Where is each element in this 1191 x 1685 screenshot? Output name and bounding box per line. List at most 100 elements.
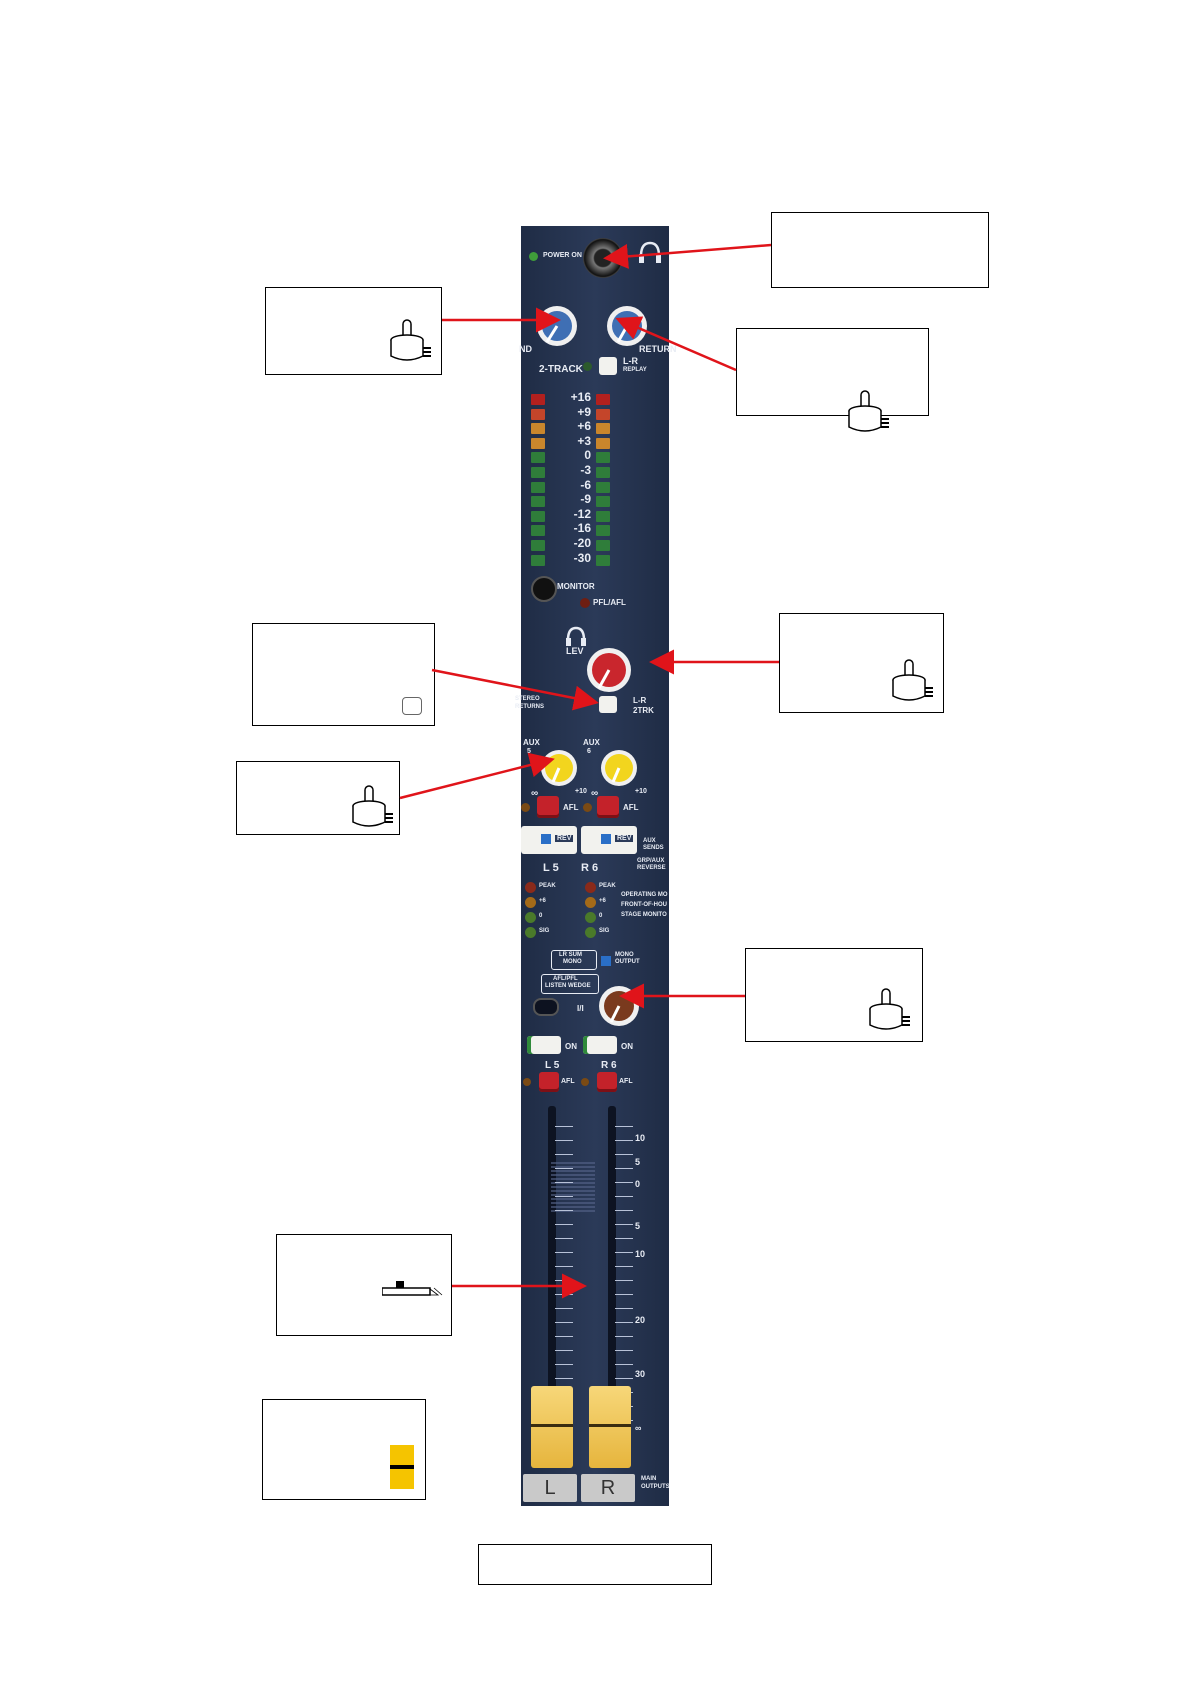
afl-pfl-label: AFL/PFL xyxy=(553,976,578,982)
channel-led xyxy=(525,897,536,908)
aux6-knob[interactable] xyxy=(593,742,645,794)
left-fader-cap[interactable] xyxy=(531,1386,573,1468)
fader-tick xyxy=(555,1182,573,1183)
monitor-headphones-icon xyxy=(566,626,586,646)
meter-led xyxy=(531,510,545,522)
lr-2trk-button[interactable] xyxy=(599,696,617,713)
lr-sum-mono-label: MONO xyxy=(563,959,582,965)
aux6-afl-button[interactable] xyxy=(597,796,619,818)
meter-scale-label: -16 xyxy=(573,521,591,536)
channel-led-label: PEAK xyxy=(599,883,616,889)
left-fader-afl-button[interactable] xyxy=(539,1072,559,1092)
channel-led xyxy=(525,927,536,938)
meter-led xyxy=(596,481,610,493)
fader-tick xyxy=(555,1322,573,1323)
aux5-afl-label: AFL xyxy=(563,803,579,812)
channel-led-label: 0 xyxy=(599,913,603,919)
fader-r6-label: R 6 xyxy=(601,1060,617,1071)
lr-replay-button[interactable] xyxy=(599,357,617,375)
fader-tick xyxy=(555,1308,573,1309)
rev5-label: REV xyxy=(555,835,574,842)
pfl-afl-label: PFL/AFL xyxy=(593,598,626,607)
left-on-button[interactable] xyxy=(527,1036,561,1054)
fader-scale-label: 5 xyxy=(635,1221,641,1231)
fader-tick xyxy=(615,1308,633,1309)
right-label-tile: R xyxy=(581,1474,635,1502)
right-fader-cap[interactable] xyxy=(589,1386,631,1468)
pot-icon xyxy=(892,659,933,701)
fader-tick xyxy=(615,1168,633,1169)
callout-lr-2trk-button xyxy=(252,623,435,726)
fader-tick xyxy=(615,1280,633,1281)
stereo-returns-label-1: STEREO xyxy=(515,696,540,702)
fader-tick xyxy=(615,1266,633,1267)
fader-cap-icon xyxy=(390,1445,414,1489)
arrow-headphone-jack xyxy=(603,243,772,269)
left-meter xyxy=(529,392,547,568)
fader-scale-label: 10 xyxy=(635,1133,646,1143)
listen-wedge-label: LISTEN WEDGE xyxy=(545,983,591,989)
channel-led-label: SIG xyxy=(539,928,550,934)
monitor-label: MONITOR xyxy=(557,582,595,591)
aux-min-label: ∞ xyxy=(531,788,539,799)
fader-tick xyxy=(555,1196,573,1197)
fader-scale-label: ∞ xyxy=(635,1423,642,1433)
aux-max-label: +10 xyxy=(575,788,587,795)
fader-scale-label: 0 xyxy=(635,1179,641,1189)
rev5-button[interactable] xyxy=(541,834,551,844)
mono-output-button[interactable] xyxy=(601,956,611,966)
fader-tick xyxy=(555,1350,573,1351)
fader-tick xyxy=(615,1322,633,1323)
right-fader-track[interactable] xyxy=(608,1106,616,1446)
right-fader-cap-line xyxy=(589,1424,631,1427)
left-fader-track[interactable] xyxy=(548,1106,556,1446)
callout-two-track-return xyxy=(736,328,929,432)
power-led xyxy=(529,252,538,261)
meter-led xyxy=(596,510,610,522)
rev6-button[interactable] xyxy=(601,834,611,844)
fader-tick xyxy=(615,1336,633,1337)
operating-mode-label-2: FRONT-OF-HOU xyxy=(621,902,667,908)
meter-scale-label: -3 xyxy=(580,463,591,477)
left-label-tile: L xyxy=(523,1474,577,1502)
mono-mute-jack[interactable] xyxy=(533,998,559,1016)
right-meter xyxy=(594,392,612,568)
fader-tick xyxy=(615,1196,633,1197)
aux-sends-label-1: AUX xyxy=(643,838,656,844)
meter-led xyxy=(596,408,610,420)
fader-tick xyxy=(555,1154,573,1155)
arrow-aux-send xyxy=(399,752,555,800)
fader-scale-label: 30 xyxy=(635,1369,646,1379)
pfl-afl-led xyxy=(580,598,590,608)
pot-icon xyxy=(352,785,393,827)
fader-scale-label: 20 xyxy=(635,1315,646,1325)
callout-fader-cap xyxy=(262,1399,426,1500)
fader-tick xyxy=(555,1224,573,1225)
fader-tick xyxy=(615,1252,633,1253)
meter-scale-label: +16 xyxy=(570,390,591,404)
button-icon xyxy=(402,697,422,715)
fader-tick xyxy=(555,1364,573,1365)
channel-led-label: +6 xyxy=(599,898,606,904)
meter-led xyxy=(596,423,610,435)
callout-fader xyxy=(276,1234,452,1336)
right-fader-afl-button[interactable] xyxy=(597,1072,617,1092)
monitor-jack[interactable] xyxy=(531,576,557,602)
fader-tick xyxy=(615,1238,633,1239)
left-on-label: ON xyxy=(565,1042,577,1051)
meter-led xyxy=(531,408,545,420)
meter-led xyxy=(596,554,610,566)
meter-led xyxy=(531,525,545,537)
fader-tick xyxy=(555,1238,573,1239)
channel-led-label: SIG xyxy=(599,928,610,934)
right-on-button[interactable] xyxy=(583,1036,617,1054)
aux5-afl-button[interactable] xyxy=(537,796,559,818)
channel-led-label: PEAK xyxy=(539,883,556,889)
channel-led-label: 0 xyxy=(539,913,543,919)
monitor-level-knob[interactable] xyxy=(577,638,641,702)
fader-icon xyxy=(382,1281,443,1296)
fader-tick xyxy=(615,1224,633,1225)
channel-led xyxy=(525,912,536,923)
return-label: RETURN xyxy=(639,344,677,354)
